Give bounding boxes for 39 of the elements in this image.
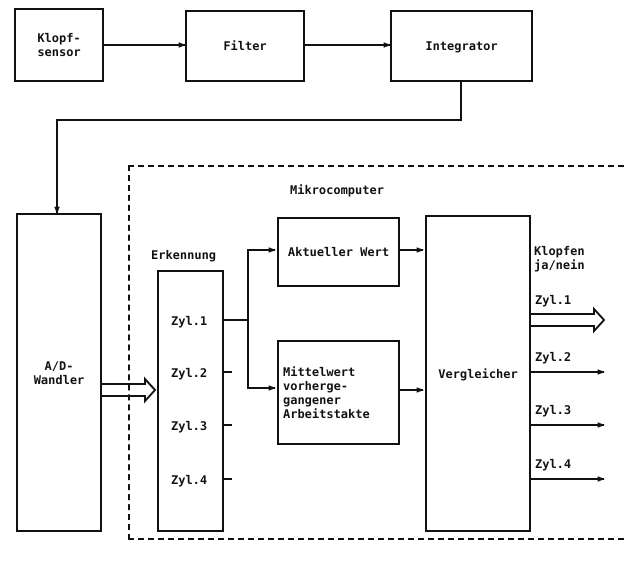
arrow [398,387,424,393]
arrow [222,319,276,391]
box-label: Mittelwert vorherge- gangener Arbeitstakte [282,364,371,420]
line-stub [222,371,232,373]
region-title: Mikrocomputer [290,183,384,197]
box-label: A/D- Wandler [32,358,86,386]
process-box [425,215,531,532]
edge-label: Zyl.3 [534,403,572,417]
arrow [305,42,391,48]
arrow [529,369,605,375]
arrow [104,42,186,48]
box-label: Vergleicher [437,366,519,380]
process-box [14,8,104,82]
cylinder-label: Zyl.1 [171,314,208,328]
mikrocomputer-region [128,165,624,540]
arrow [529,422,605,428]
cylinder-label: Zyl.2 [171,366,208,380]
process-box [390,10,533,82]
box-label: Filter [222,39,268,53]
arrow [398,247,424,253]
arrow [529,476,605,482]
process-box [277,217,400,287]
edge-label: Zyl.4 [534,457,572,471]
cylinder-label: Zyl.3 [171,419,208,433]
box-label: Integrator [424,39,499,53]
line-stub [222,478,232,480]
edge-label: Zyl.1 [534,293,572,307]
box-label: Klopf- sensor [36,31,82,59]
process-box [16,213,102,532]
box-label: Aktueller Wert [286,245,390,259]
hollow-arrow [101,376,156,404]
hollow-arrow [528,306,606,334]
edge-label: Zyl.2 [534,350,572,364]
column-heading: Erkennung [151,248,216,262]
line-stub [222,424,232,426]
arrow [54,82,462,214]
cylinder-label: Zyl.4 [171,473,208,487]
process-box [185,10,305,82]
process-box [277,340,400,445]
